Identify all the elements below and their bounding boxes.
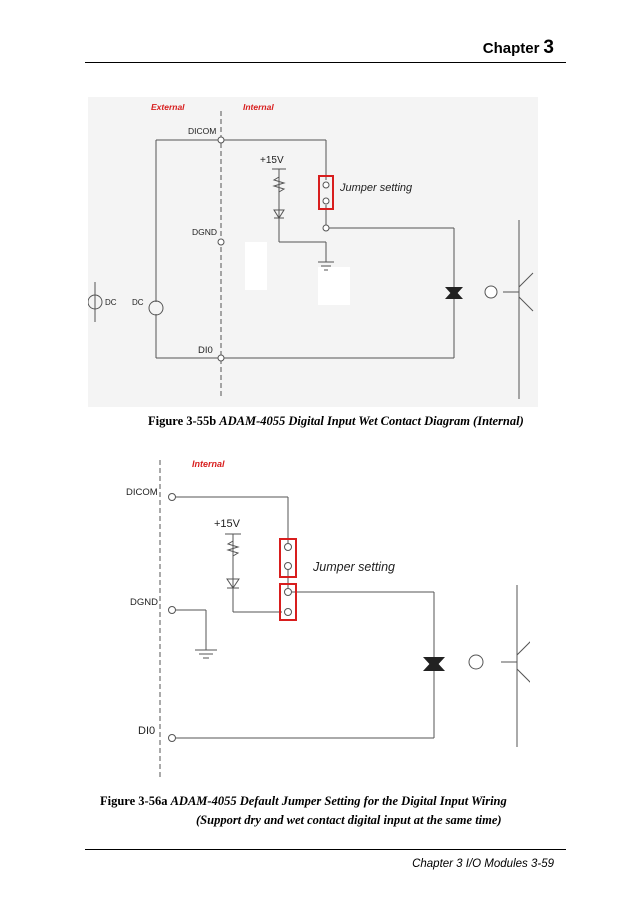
label-dgnd: DGND [192,227,217,237]
figure-2-caption-line2: (Support dry and wet contact digital inp… [196,813,502,828]
diagram-background [88,97,538,407]
phototransistor-circle [468,654,484,670]
opto-led-down [445,289,463,299]
label-dc-left: DC [105,298,117,307]
label-external: External [151,102,185,112]
terminals [217,136,330,362]
figure-1-number: Figure 3-55b [148,414,217,428]
whiteout-patch [245,242,267,290]
figure-1-diagram: External Internal [88,97,538,407]
footer-rule [85,849,566,850]
header-rule [85,62,566,63]
dc-source-left [88,294,103,310]
resistor [272,176,286,193]
jumper-setting-box [318,175,334,210]
label-di0: DI0 [198,345,213,356]
label-dc-right: DC [132,298,144,307]
label-internal: Internal [243,102,274,112]
whiteout-patch [318,267,350,305]
chapter-number: 3 [543,37,554,58]
label-plus15v: +15V [214,518,241,530]
label-dicom: DICOM [188,126,216,136]
figure-2-diagram: Internal DICOM DGND D [126,459,530,780]
label-jumper-setting: Jumper setting [339,182,413,194]
label-internal: Internal [192,459,225,469]
label-jumper-setting: Jumper setting [312,560,395,574]
chapter-word: Chapter [482,40,540,57]
dc-source-right [148,300,164,316]
figure-2-title: ADAM-4055 Default Jumper Setting for the… [170,794,507,808]
figure-1-caption: Figure 3-55b ADAM-4055 Digital Input Wet… [148,414,524,429]
diode [273,209,285,219]
terminals [168,493,292,742]
label-di0: DI0 [138,725,155,737]
phototransistor-circle [484,285,498,299]
jumper-box-lower [279,583,297,621]
figure-1-title: ADAM-4055 Digital Input Wet Contact Diag… [219,414,524,428]
figure-2-number: Figure 3-56a [100,794,168,808]
figure-2-caption: Figure 3-56a ADAM-4055 Default Jumper Se… [100,794,507,809]
label-dgnd: DGND [130,597,158,608]
opto-led-down [423,659,445,671]
resistor [226,540,240,557]
jumper-box-upper [279,538,297,578]
page-footer: Chapter 3 I/O Modules 3-59 [412,858,554,870]
label-plus15v: +15V [260,155,284,166]
diode [226,578,240,589]
wires [94,139,534,399]
figure-2-subtitle: (Support dry and wet contact digital inp… [196,813,502,827]
label-dicom: DICOM [126,487,158,498]
wires [172,496,530,747]
